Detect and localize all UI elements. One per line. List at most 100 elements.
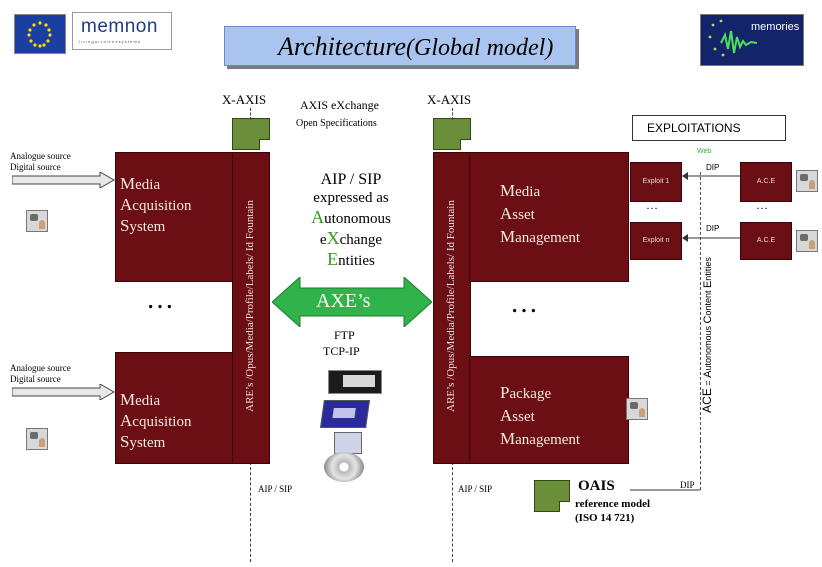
tcpip-label: TCP-IP xyxy=(323,344,360,358)
left-ellipsis: … xyxy=(146,284,176,315)
center-text: AIP / SIP expressed as Autonomous eXchan… xyxy=(276,170,426,271)
left-axis-line-top xyxy=(250,108,251,120)
aip-sip-left-label: AIP / SIP xyxy=(258,484,293,494)
mas-top-line2: Acquisition xyxy=(120,195,192,214)
mas-bottom-line2: Acquisition xyxy=(120,411,192,430)
left-fountain-band xyxy=(232,152,270,464)
ace-2-box[interactable]: A.C.E xyxy=(740,222,792,260)
source-top-line2: Digital source xyxy=(10,162,61,172)
web-label: Web xyxy=(697,148,712,155)
right-ellipsis: … xyxy=(510,288,540,319)
media-acquisition-top-box xyxy=(115,152,233,282)
ftp-label: FTP xyxy=(334,328,355,342)
exploitations-title: EXPLOITATIONS xyxy=(647,121,741,135)
exploitations-header: EXPLOITATIONS xyxy=(632,115,786,141)
media-asset-management-box xyxy=(469,152,629,282)
center-expressed-as: expressed as xyxy=(313,190,389,206)
axis-exchange-title: AXIS eXchange xyxy=(300,98,379,112)
mas-bottom-line3: System xyxy=(120,432,166,451)
exploit-1-label: Exploit 1 xyxy=(642,178,670,185)
mas-top-line3: System xyxy=(120,216,166,235)
axis-exchange-subtitle: Open Specifications xyxy=(296,118,377,129)
exploit-dots: … xyxy=(646,198,658,212)
dip-top-arrow-icon xyxy=(682,172,740,180)
exploit-1-box[interactable]: Exploit 1 xyxy=(630,162,682,202)
page-subtitle: (Global model) xyxy=(406,35,553,62)
left-axis-folder-icon xyxy=(232,118,270,150)
mam-line1: Media xyxy=(500,181,541,200)
package-asset-management-box xyxy=(469,356,629,464)
pam-line1: Package xyxy=(500,383,552,402)
oais-ref-model: reference model xyxy=(575,498,651,510)
disk-icon xyxy=(334,432,362,454)
dip-mid-label: DIP xyxy=(706,224,720,233)
media-asset-management-label: Media Asset Management xyxy=(500,180,580,249)
cd-icon xyxy=(324,452,364,482)
left-fountain-label: ARE’s /Opus/Media/Profile/Labels/ Id Fou… xyxy=(244,200,256,412)
right-axis-line-bottom xyxy=(452,462,453,562)
dip-axis-line-bottom xyxy=(700,440,701,490)
digital-cassette-icon xyxy=(320,400,370,428)
package-asset-management-label: Package Asset Management xyxy=(500,382,580,451)
right-axis-folder-icon xyxy=(433,118,471,150)
viewer-top-icon xyxy=(796,170,818,192)
source-bottom-line1: Analogue source xyxy=(10,363,71,373)
ace-2-label: A.C.E xyxy=(756,237,776,244)
aip-sip-right-label: AIP / SIP xyxy=(458,484,493,494)
ace-dots: … xyxy=(756,198,768,212)
dip-top-label: DIP xyxy=(706,163,720,172)
left-axis-label: X-AXIS xyxy=(222,92,267,107)
mam-line3: Management xyxy=(500,227,581,246)
axe-label: AXE’s xyxy=(316,290,371,312)
media-acquisition-bottom-box xyxy=(115,352,233,464)
mam-line2: Asset xyxy=(500,204,535,223)
axe-double-arrow-icon xyxy=(272,277,432,327)
oais-folder-icon xyxy=(534,480,570,512)
source-top-line1: Analogue source xyxy=(10,151,71,161)
exploit-n-label: Exploit n xyxy=(642,237,670,244)
tape-cartridge-icon xyxy=(328,370,382,394)
center-autonomous: Autonomous xyxy=(311,207,391,228)
ace-legend: ACE = Autonomous Content Entities xyxy=(700,257,714,413)
memnon-logo-subtext: l i v i n g a r c h i v e s s y s t e m … xyxy=(79,39,140,44)
viewer-bottom-icon xyxy=(796,230,818,252)
media-acquisition-top-label: Media Acquisition System xyxy=(120,174,191,237)
center-exchange: eXchange xyxy=(319,228,383,249)
right-fountain-band xyxy=(433,152,471,464)
media-acquisition-bottom-label: Media Acquisition System xyxy=(120,390,191,453)
left-axis-line-bottom xyxy=(250,462,251,562)
operator-icon xyxy=(626,398,648,420)
user-bottom-icon xyxy=(26,428,48,450)
memories-logo-text: memories xyxy=(751,21,800,33)
bottom-dip-label: DIP xyxy=(680,480,695,490)
oais-connector xyxy=(630,489,700,491)
mas-bottom-line1: Media xyxy=(120,390,161,409)
center-entities: Entities xyxy=(327,249,375,270)
pam-line3: Management xyxy=(500,429,581,448)
dip-mid-arrow-icon xyxy=(682,234,740,242)
page-title: Architecture xyxy=(278,32,406,62)
pam-line2: Asset xyxy=(500,406,535,425)
eu-flag-logo xyxy=(14,14,66,54)
mas-top-line1: Media xyxy=(120,174,161,193)
title-banner xyxy=(224,26,576,66)
source-bottom-line2: Digital source xyxy=(10,374,61,384)
source-bottom-arrow-icon xyxy=(12,384,116,400)
ace-legend-e: E xyxy=(702,280,714,289)
ace-legend-c: C xyxy=(702,315,714,324)
right-fountain-label: ARE’s /Opus/Media/Profile/Labels/ Id Fou… xyxy=(445,200,457,412)
ace-legend-ace: ACE xyxy=(700,388,714,413)
page-subtitle-text: (Global model) xyxy=(406,35,554,61)
right-axis-label: X-AXIS xyxy=(427,92,472,107)
memnon-logo-text: memnon xyxy=(81,16,158,37)
ace-1-box[interactable]: A.C.E xyxy=(740,162,792,202)
exploit-n-box[interactable]: Exploit n xyxy=(630,222,682,260)
dip-axis-line xyxy=(700,172,701,440)
oais-iso: (ISO 14 721) xyxy=(575,512,635,524)
page-title-main: Architecture xyxy=(278,32,407,61)
memories-logo: memories xyxy=(700,14,804,66)
memories-waveform-icon xyxy=(708,19,758,57)
memnon-logo: memnon l i v i n g a r c h i v e s s y s… xyxy=(72,12,172,50)
oais-label: OAIS xyxy=(578,478,615,494)
ace-legend-a: A xyxy=(702,370,714,378)
